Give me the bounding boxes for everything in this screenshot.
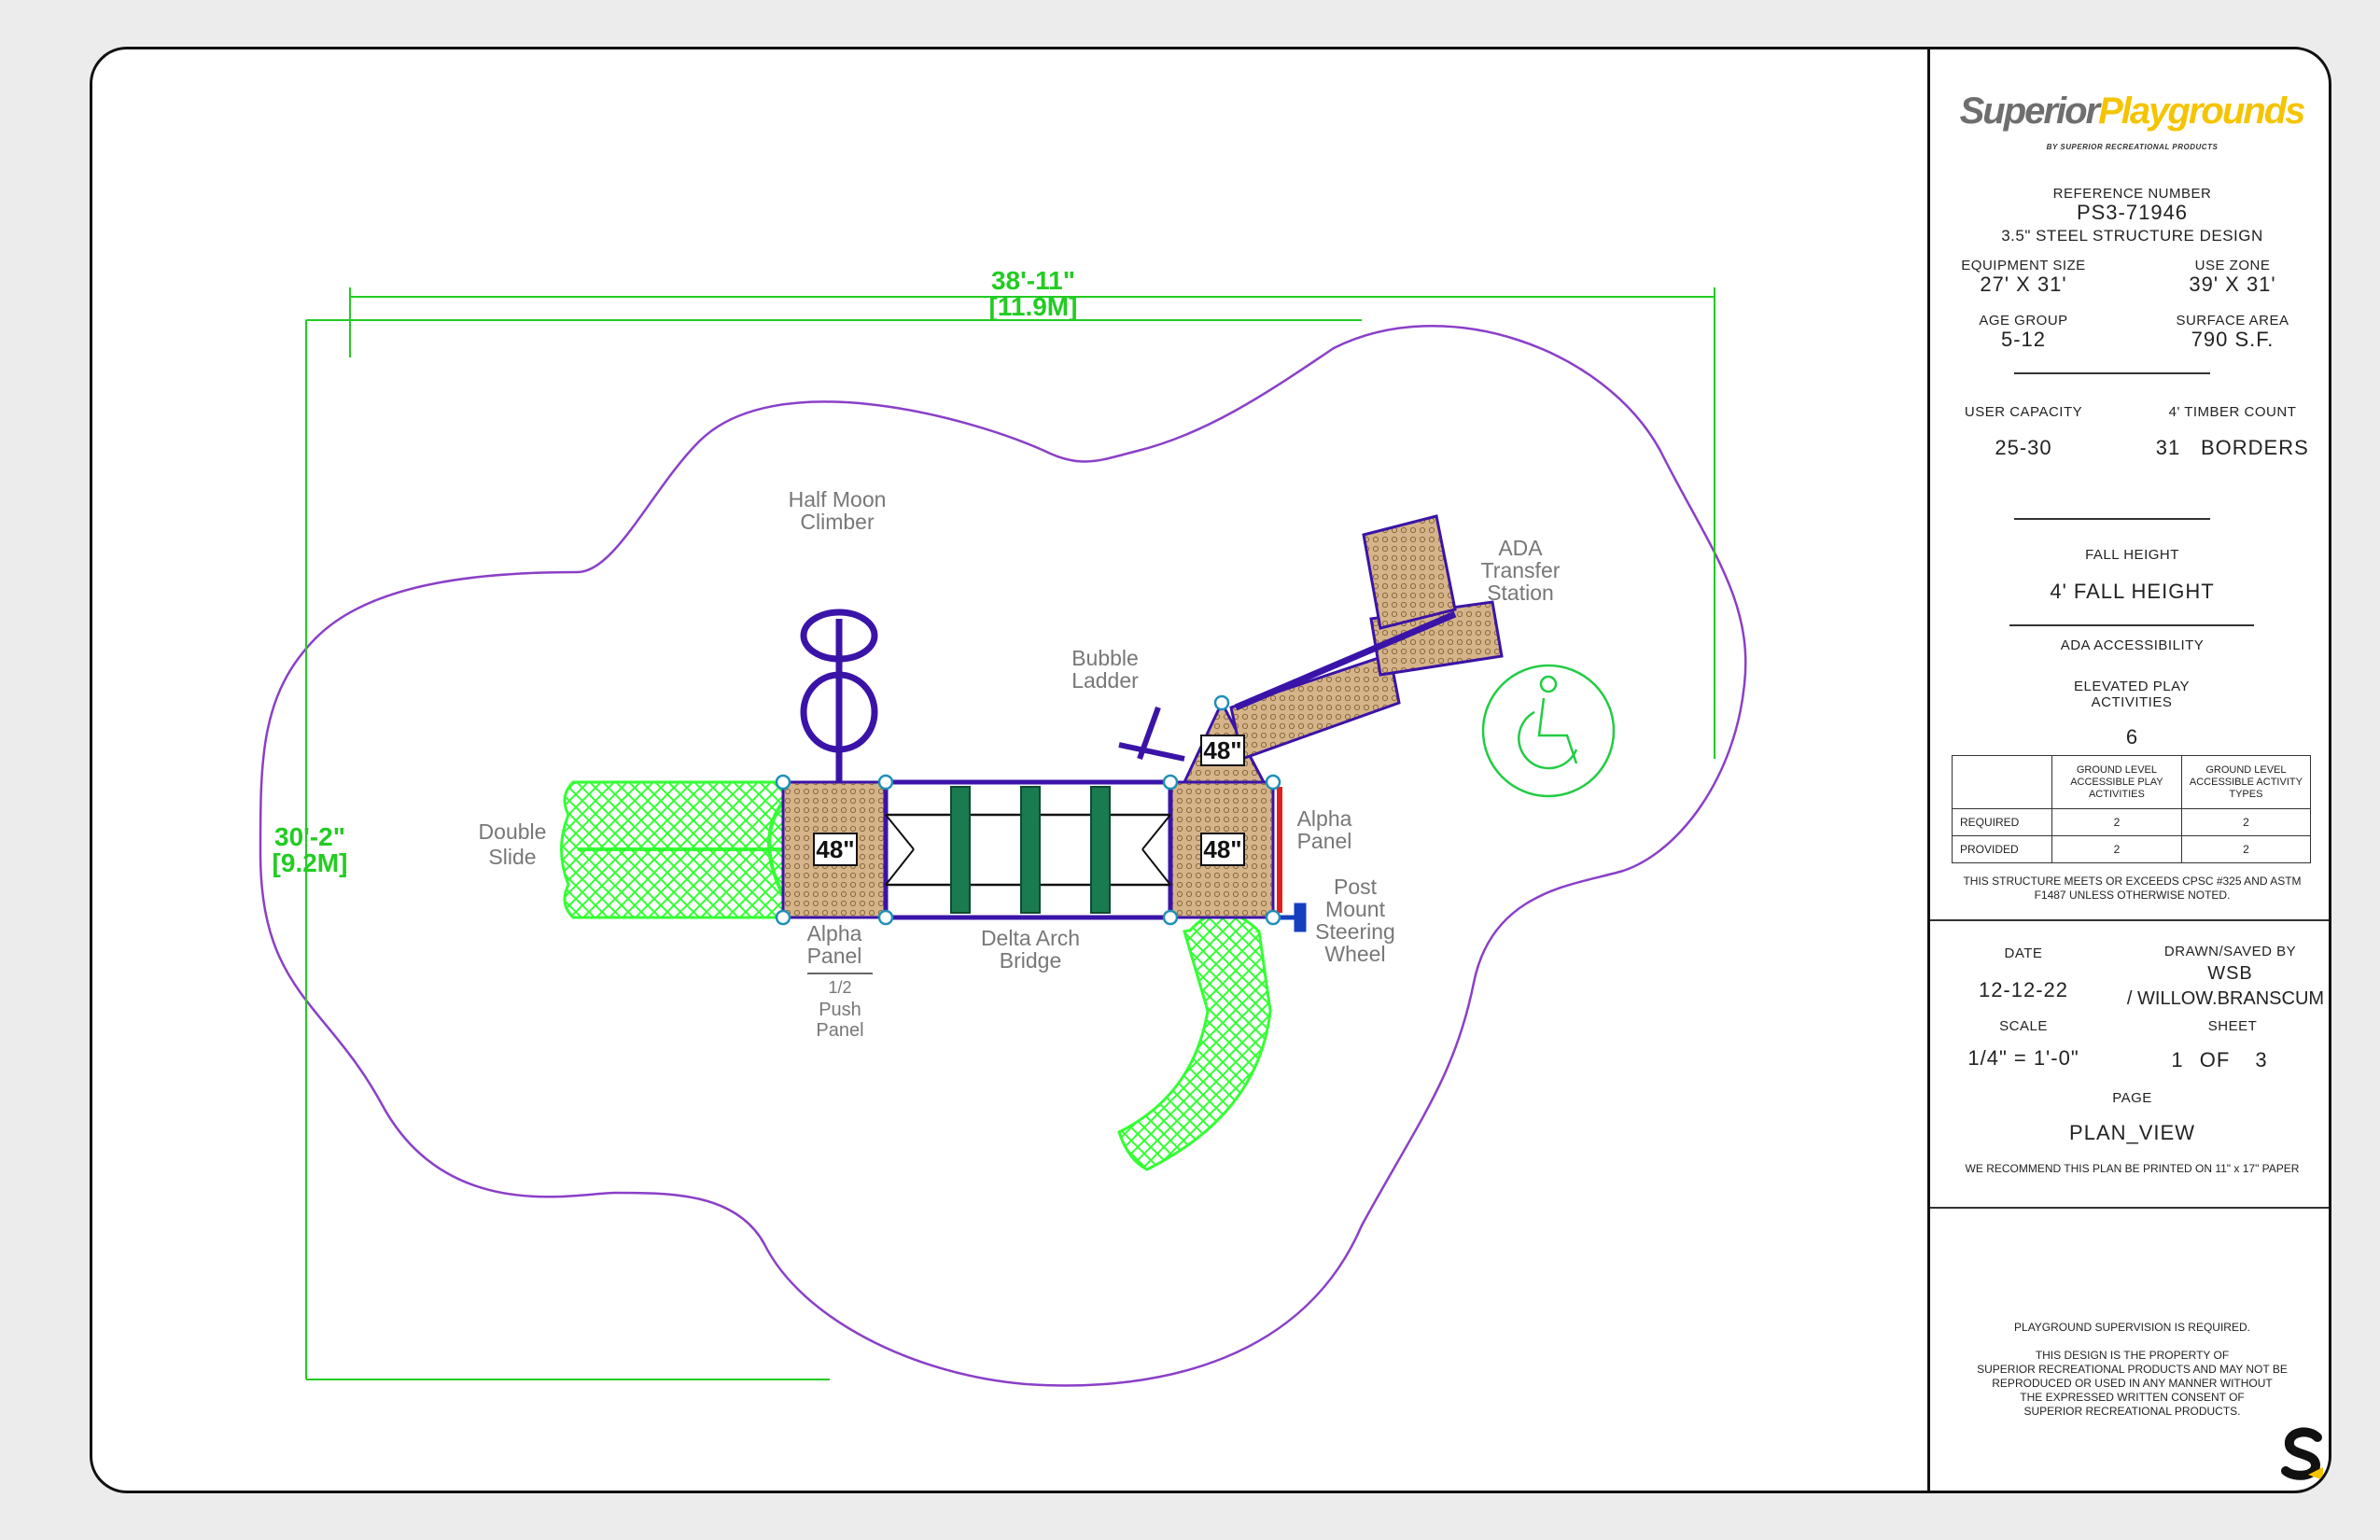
title-block-divider [1927,49,1930,1491]
fall-height-label: FALL HEIGHT [2085,547,2179,563]
tube-slide [1117,911,1272,1171]
ada-row-label: PROVIDED [1952,835,2052,863]
age-group: 5-12 [2000,328,2047,351]
sheet-total: 3 [2255,1048,2268,1071]
rule-2 [2014,518,2210,520]
date-label: DATE [2004,945,2043,961]
reference-label: REFERENCE NUMBER [2052,186,2212,202]
deck-height-left: 48" [816,835,855,863]
ada-cell: 2 [2180,835,2312,863]
timber-unit: BORDERS [2201,436,2309,459]
brand-logo: SuperiorPlaygrounds [1959,91,2306,132]
ada-col1-header: GROUND LEVEL ACCESSIBLE PLAY ACTIVITIES [2051,755,2182,809]
scale-label: SCALE [1999,1018,2048,1034]
scale: 1/4" = 1'-0" [1967,1046,2079,1070]
label-steering-wheel: Post Mount Steering Wheel [1315,875,1395,966]
label-half-moon-climber: Half Moon Climber [788,487,887,534]
structure-design: 3.5" STEEL STRUCTURE DESIGN [2001,227,2263,245]
user-capacity: 25-30 [1995,436,2052,459]
plan-view: 38'-11" [11.9M] 30'-2" [9.2M] 48" 48" 48… [92,49,1926,1491]
use-zone-boundary [259,325,1747,1387]
equipment-size: 27' X 31' [1980,273,2067,296]
property-line-2: SUPERIOR RECREATIONAL PRODUCTS AND MAY N… [1977,1363,2288,1376]
property-line-1: THIS DESIGN IS THE PROPERTY OF [2035,1349,2230,1362]
rule-4 [1930,919,2329,921]
double-slide [560,780,790,919]
delta-arch-bridge [883,779,1173,920]
drawn-by: WSB [2207,963,2253,984]
drawing-sheet: 38'-11" [11.9M] 30'-2" [9.2M] 48" 48" 48… [90,47,2331,1493]
age-group-label: AGE GROUP [1979,313,2068,329]
label-bubble-ladder: Bubble Ladder [1071,646,1139,693]
ada-row-label: REQUIRED [1952,808,2052,836]
ada-cell: 2 [2051,835,2182,863]
page-label: PAGE [2112,1090,2152,1106]
drawn-label: DRAWN/SAVED BY [2163,944,2297,959]
use-zone: 39' X 31' [2189,273,2276,296]
s-logo-icon [2281,1427,2323,1480]
elevated-count: 6 [2125,725,2139,749]
width-dimension-m: [11.9M] [988,292,1078,321]
rule-3 [2009,624,2254,626]
label-alpha-panel-left: Alpha Panel [806,921,862,968]
cpsc-note: THIS STRUCTURE MEETS OR EXCEEDS CPSC #32… [1963,875,2302,902]
ada-symbol [1481,664,1616,798]
surface-area-label: SURFACE AREA [2176,313,2289,329]
saved-by: / WILLOW.BRANSCUM [2126,988,2325,1009]
equipment-size-label: EQUIPMENT SIZE [1961,258,2086,273]
label-push-panel: Push Panel [816,1000,864,1041]
deck-label-box-triangle [1200,735,1245,766]
rule-1 [2014,372,2210,374]
supervision-note: PLAYGROUND SUPERVISION IS REQUIRED. [2014,1321,2250,1334]
deck-height-triangle: 48" [1203,736,1242,764]
ada-cell: 2 [2180,808,2312,836]
use-zone-label: USE ZONE [2194,258,2271,273]
timber-count: 31 [2155,436,2181,459]
timber-count-label: 4' TIMBER COUNT [2168,404,2297,420]
height-dimension-m: [9.2M] [272,848,348,877]
label-alpha-panel-right: Alpha Panel [1296,806,1352,853]
bubble-ladder [1118,706,1185,762]
property-line-3: REPRODUCED OR USED IN ANY MANNER WITHOUT [1992,1377,2273,1390]
print-note: WE RECOMMEND THIS PLAN BE PRINTED ON 11"… [1965,1162,2300,1175]
half-moon-climber [800,609,878,782]
sheet-of: OF [2199,1048,2231,1071]
deck-label-box-right [1200,833,1245,866]
property-line-4: THE EXPRESSED WRITTEN CONSENT OF [2020,1391,2245,1404]
title-block: SuperiorPlaygrounds BY SUPERIOR RECREATI… [1930,49,2329,1491]
width-dimension-ft: 38'-11" [990,266,1075,295]
date: 12-12-22 [1978,978,2069,1001]
ada-cell: 2 [2051,808,2182,836]
label-delta-arch-bridge: Delta Arch Bridge [980,926,1081,973]
ada-accessibility: ADA ACCESSIBILITY [2060,637,2205,653]
property-line-5: SUPERIOR RECREATIONAL PRODUCTS. [2023,1405,2241,1418]
fall-height: 4' FALL HEIGHT [2050,580,2215,603]
page-name: PLAN_VIEW [2069,1121,2195,1144]
label-double-slide: Double Slide [478,819,547,869]
deck-label-box-left [813,833,858,866]
height-dimension-ft: 30'-2" [274,822,345,851]
ada-transfer-station [1229,514,1504,761]
surface-area: 790 S.F. [2191,328,2275,351]
reference-number: PS3-71946 [2076,201,2189,224]
deck-height-right: 48" [1203,835,1242,863]
sheet-label: SHEET [2207,1018,2258,1034]
elevated-label: ELEVATED PLAY ACTIVITIES [2073,679,2191,710]
dimension-lines [305,287,1715,1380]
label-push-fraction: 1/2 [828,978,852,997]
brand-logo-sub: BY SUPERIOR RECREATIONAL PRODUCTS [2046,143,2219,151]
label-ada-transfer-station: ADA Transfer Station [1480,536,1561,605]
ada-table: GROUND LEVEL ACCESSIBLE PLAY ACTIVITIES … [1952,755,2312,863]
plan-drawing [259,287,1747,1387]
ada-col2-header: GROUND LEVEL ACCESSIBLE ACTIVITY TYPES [2180,755,2312,809]
sheet-number: 1 [2171,1048,2184,1071]
rule-5 [1930,1207,2329,1209]
user-capacity-label: USER CAPACITY [1964,404,2083,420]
post-nodes [775,694,1281,926]
